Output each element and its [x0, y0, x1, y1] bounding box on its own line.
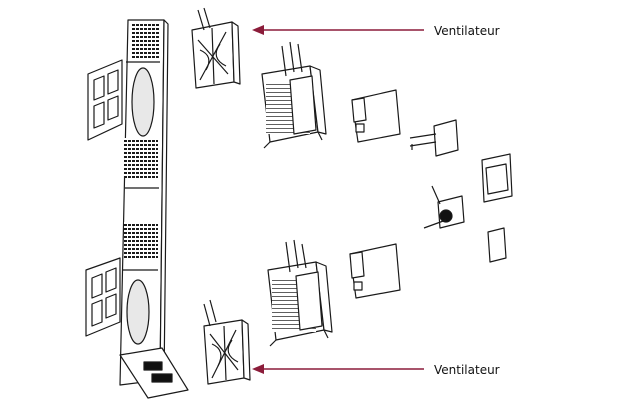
callout-arrow-top — [252, 25, 424, 35]
base-foot — [119, 347, 189, 399]
side-panel-lower — [487, 227, 507, 263]
callout-label-fan-bottom: Ventilateur — [434, 363, 500, 377]
arrow-left-icon — [252, 364, 264, 374]
side-grille-bottom — [85, 257, 121, 337]
chassis-plate — [119, 19, 169, 386]
connector-card — [409, 119, 459, 157]
bracket-bottom — [349, 243, 401, 299]
heatsink-module-top — [261, 41, 327, 149]
side-grille-top — [87, 59, 123, 141]
callout-label-fan-top: Ventilateur — [434, 24, 500, 38]
side-panel-upper — [481, 153, 513, 203]
arrow-left-icon — [252, 25, 264, 35]
latch-mechanism — [423, 185, 465, 229]
fan-top — [191, 7, 241, 89]
callout-arrow-bottom — [252, 364, 424, 374]
heatsink-module-bottom — [267, 239, 333, 347]
bracket-top — [351, 89, 401, 143]
fan-bottom — [203, 299, 251, 385]
